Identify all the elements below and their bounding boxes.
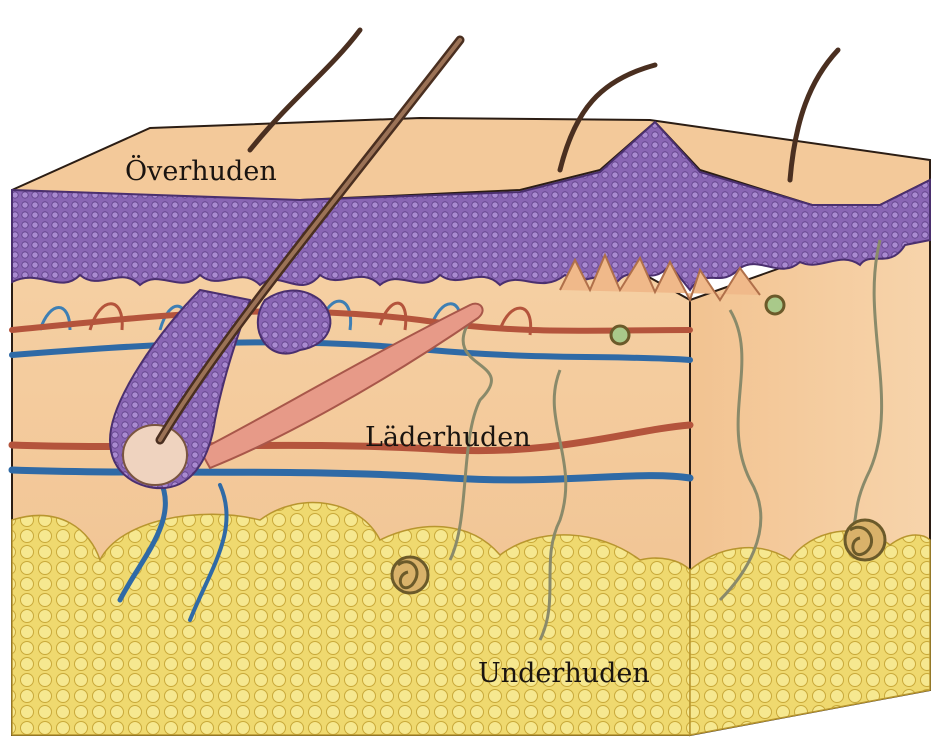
label-dermis: Läderhuden [365,422,531,453]
hypodermis-fat-side [690,531,930,735]
hair-bulb [123,425,187,485]
label-hypodermis: Underhuden [478,658,650,689]
label-epidermis: Överhuden [125,153,277,187]
